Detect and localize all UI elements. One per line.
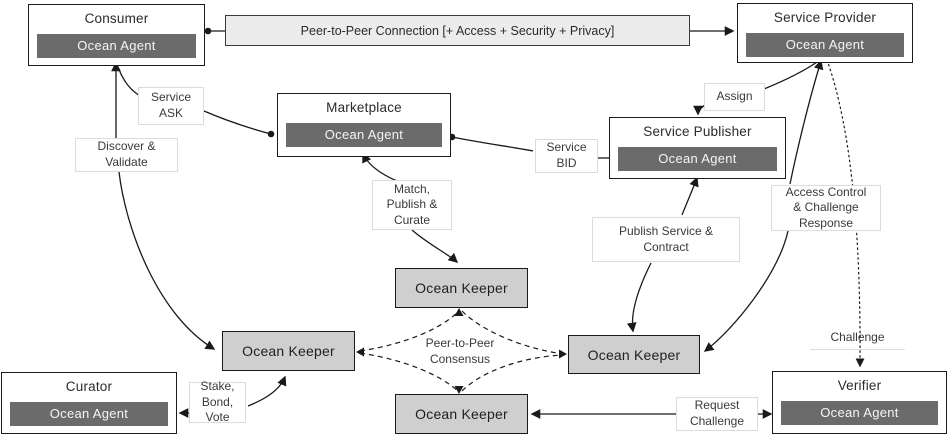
ocean-keeper-left: Ocean Keeper [222, 331, 355, 371]
label-request-challenge: Request Challenge [676, 397, 758, 431]
edge-stake-b [247, 375, 287, 407]
verifier-node: Verifier Ocean Agent [772, 371, 947, 434]
label-access-control: Access Control & Challenge Response [771, 185, 881, 231]
edge-access-a [789, 59, 824, 185]
consensus-star [359, 310, 564, 392]
curator-node: Curator Ocean Agent [1, 372, 177, 434]
p2p-connection-box: Peer-to-Peer Connection [+ Access + Secu… [225, 15, 690, 46]
ocean-keeper-top: Ocean Keeper [395, 268, 528, 308]
label-service-ask: Service ASK [138, 87, 204, 125]
service-provider-node: Service Provider Ocean Agent [737, 3, 913, 63]
consumer-ocean-agent: Ocean Agent [37, 34, 196, 58]
verifier-title: Verifier [837, 378, 882, 393]
edge-match-a [362, 152, 398, 182]
label-stake-bond-vote: Stake, Bond, Vote [189, 379, 246, 424]
service-provider-title: Service Provider [773, 10, 877, 25]
service-provider-ocean-agent: Ocean Agent [746, 33, 904, 57]
service-publisher-node: Service Publisher Ocean Agent [609, 117, 786, 179]
edge-service-ask-b [203, 110, 275, 138]
curator-title: Curator [65, 379, 113, 394]
edge-challenge-dotted [826, 59, 865, 368]
edge-access-b [703, 230, 789, 352]
ocean-keeper-bottom: Ocean Keeper [395, 394, 528, 434]
label-p2p-consensus: Peer-to-Peer Consensus [425, 335, 495, 366]
edge-publish-a [681, 176, 699, 216]
curator-ocean-agent: Ocean Agent [10, 402, 168, 426]
edge-discover-b [118, 171, 216, 350]
edge-publish-b [626, 262, 652, 333]
marketplace-title: Marketplace [326, 100, 402, 115]
label-publish-service-contract: Publish Service & Contract [592, 217, 740, 262]
edge-match-b [411, 229, 459, 263]
service-publisher-title: Service Publisher [643, 124, 752, 139]
verifier-ocean-agent: Ocean Agent [781, 401, 938, 425]
label-match-publish-curate: Match, Publish & Curate [372, 180, 452, 230]
label-service-bid: Service BID [535, 139, 598, 173]
consensus-arrowheads [356, 308, 567, 394]
marketplace-ocean-agent: Ocean Agent [286, 123, 442, 147]
consumer-title: Consumer [84, 11, 149, 26]
label-assign: Assign [704, 83, 765, 111]
edge-assign-b [763, 59, 821, 90]
label-discover-validate: Discover & Validate [75, 138, 178, 172]
consumer-node: Consumer Ocean Agent [28, 4, 205, 66]
ocean-keeper-right: Ocean Keeper [568, 335, 700, 374]
service-publisher-ocean-agent: Ocean Agent [618, 147, 777, 171]
edge-service-bid-a [448, 133, 534, 152]
marketplace-node: Marketplace Ocean Agent [277, 93, 451, 157]
label-challenge: Challenge [810, 327, 905, 350]
